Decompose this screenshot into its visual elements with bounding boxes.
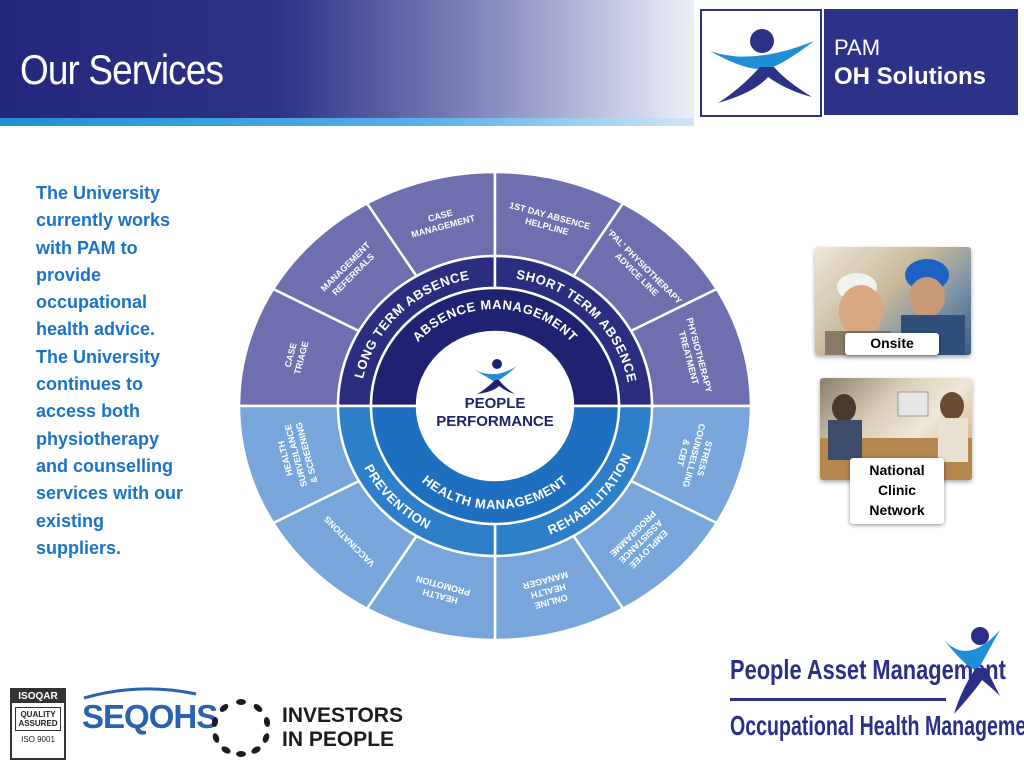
clinic-caption-line: National (869, 462, 925, 478)
center-label-line2: PERFORMANCE (436, 413, 554, 430)
center-figure-head (492, 359, 502, 369)
isoqar-logo: ISOQAR QUALITY ASSURED ISO 9001 (10, 688, 66, 760)
brand-line2: OH Solutions (834, 63, 986, 90)
center-figure-arms (475, 366, 517, 382)
onsite-caption: Onsite (845, 333, 939, 355)
center-label-line1: PEOPLE (465, 395, 526, 412)
isoqar-name: ISOQAR (12, 690, 64, 703)
pam-figure-icon (700, 9, 822, 117)
investors-line: INVESTORS (282, 704, 403, 727)
accreditation-logos: ISOQAR QUALITY ASSURED ISO 9001 SEQOHS I… (0, 680, 420, 768)
header-band (0, 0, 694, 118)
clinic-caption-line: Clinic (877, 482, 917, 498)
center-figure-legs (477, 380, 515, 394)
clinic-caption-line: Network (869, 502, 925, 518)
absence-management-segment (369, 286, 621, 408)
page-title: Our Services (20, 46, 224, 93)
footer-logo-rule (730, 698, 946, 701)
pam-brand-text: PAM OH Solutions (824, 9, 1018, 115)
intro-text: The University currently works with PAM … (36, 183, 184, 558)
people-asset-management-logo: People Asset Management Occupational Hea… (728, 620, 1024, 760)
footer-logo-line1: People Asset Management (730, 654, 1006, 685)
footer-logo-line2: Occupational Health Management (730, 710, 1024, 741)
investors-line: IN PEOPLE (282, 728, 395, 751)
header-stripe (0, 118, 694, 126)
pam-figure-icon (944, 627, 1000, 714)
pam-brand-logo: PAM OH Solutions (700, 9, 1018, 117)
center-circle (419, 334, 571, 478)
clinic-caption: National Clinic Network (850, 458, 944, 524)
health-management-segment (369, 404, 621, 526)
laurel-wreath-icon (211, 699, 271, 757)
investors-in-people-logo: INVESTORS IN PEOPLE (282, 704, 412, 752)
brand-line1: PAM (834, 35, 881, 60)
isoqar-standard: ISO 9001 (21, 735, 55, 744)
isoqar-quality-assured: QUALITY ASSURED (15, 707, 61, 731)
seqohs-logo: SEQOHS (82, 698, 218, 735)
seqohs-swoosh-icon (83, 687, 197, 700)
